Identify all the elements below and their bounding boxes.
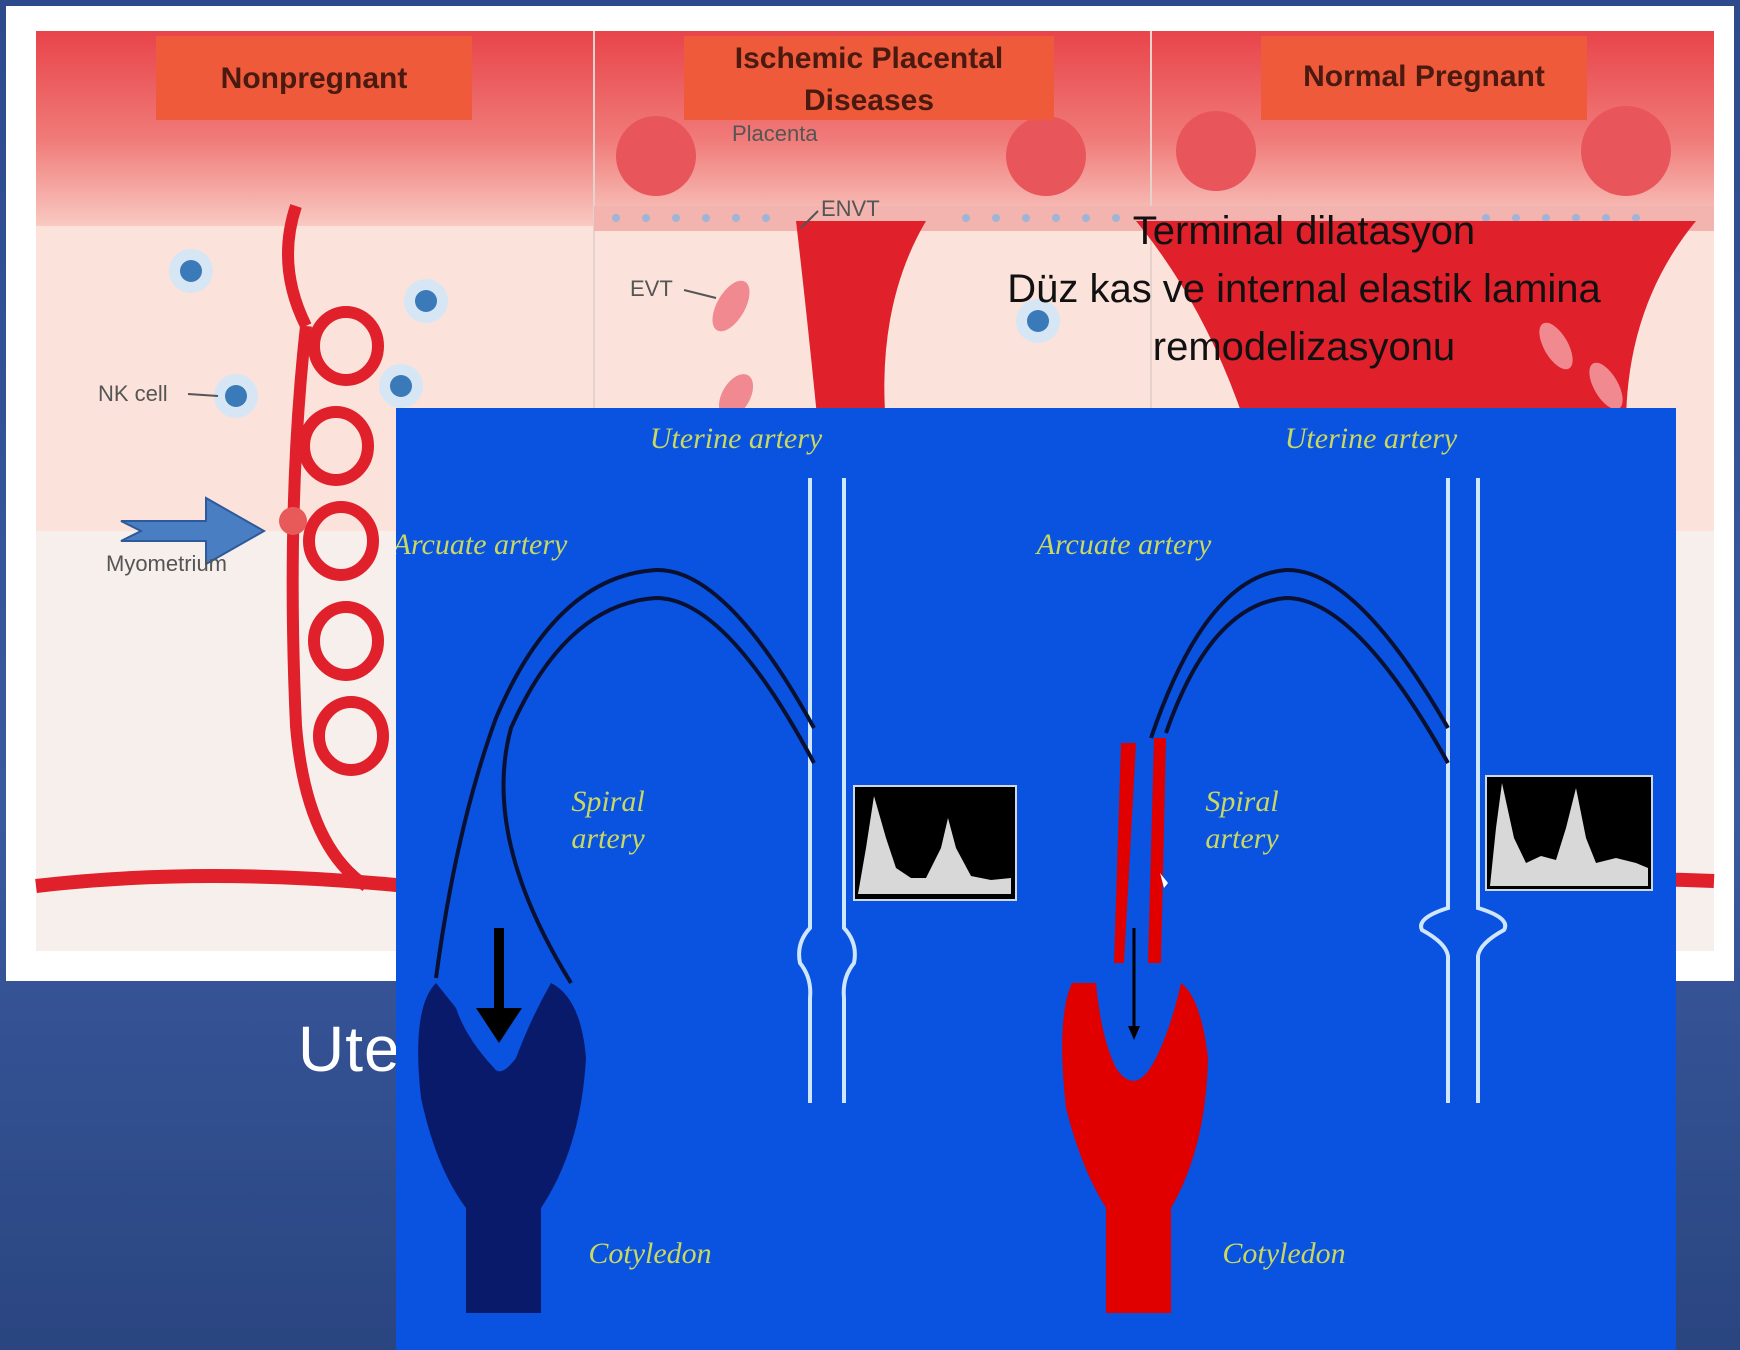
left-spiral-label-2: artery <box>571 822 645 855</box>
left-spiral-artery-curve <box>436 570 814 983</box>
cell-marker <box>279 507 307 535</box>
left-cotyledon-label: Cotyledon <box>588 1237 711 1270</box>
right-cotyledon-label: Cotyledon <box>1222 1237 1345 1270</box>
thin-arrowhead <box>1128 1026 1140 1040</box>
left-uterine-artery-label: Uterine artery <box>650 422 823 455</box>
header-ischemic-line2: Diseases <box>804 84 934 117</box>
left-arcuate-artery-label: Arcuate artery <box>396 528 568 561</box>
left-spiral-label-1: Spiral <box>571 785 644 818</box>
header-nonpregnant: Nonpregnant <box>221 62 408 95</box>
lower-doppler-diagram-panel: Uterine artery Arcuate artery Spiral art… <box>396 408 1676 1350</box>
right-doppler-waveform <box>1486 776 1652 890</box>
right-spiral-label-2: artery <box>1205 822 1279 855</box>
right-dilated-artery-walls <box>1114 738 1166 963</box>
doppler-diagram: Uterine artery Arcuate artery Spiral art… <box>396 408 1676 1350</box>
header-normal-pregnant: Normal Pregnant <box>1303 60 1545 93</box>
overlay-line-3: remodelizasyonu <box>1153 325 1455 369</box>
left-doppler-waveform <box>854 786 1016 900</box>
label-nk-cell: NK cell <box>98 381 168 406</box>
label-myometrium: Myometrium <box>106 551 227 576</box>
right-spiral-artery-curve <box>1151 570 1448 763</box>
right-uterine-artery-label: Uterine artery <box>1285 422 1458 455</box>
overlay-line-2: Düz kas ve internal elastik lamina <box>1007 267 1601 311</box>
left-uterine-artery-vessel <box>799 478 855 1103</box>
label-envt: ENVT <box>821 196 880 221</box>
header-ischemic-line1: Ischemic Placental <box>735 42 1003 75</box>
right-spiral-label-1: Spiral <box>1205 785 1278 818</box>
label-evt: EVT <box>630 276 673 301</box>
overlay-line-1: Terminal dilatasyon <box>1133 209 1475 253</box>
down-arrow-icon <box>476 928 522 1043</box>
right-arcuate-artery-label: Arcuate artery <box>1035 528 1212 561</box>
label-placenta: Placenta <box>732 121 818 146</box>
slide-title-fragment: Ute <box>298 1012 401 1086</box>
